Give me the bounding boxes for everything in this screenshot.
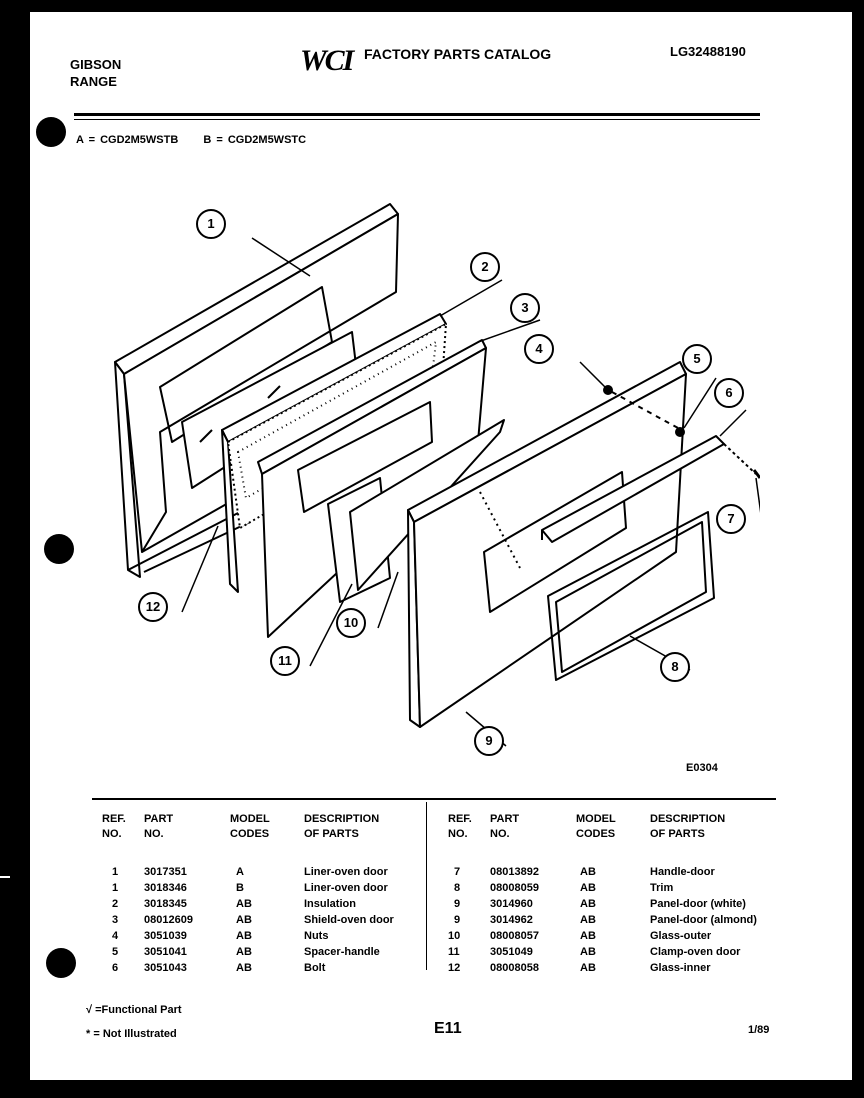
callout-5: 5 [682, 344, 712, 374]
callout-3: 3 [510, 293, 540, 323]
brand-line-1: GIBSON [70, 57, 122, 72]
binder-hole-bottom [46, 948, 76, 978]
part-bolt [752, 469, 760, 479]
callout-1: 1 [196, 209, 226, 239]
header-ref-right: REF. NO. [448, 813, 472, 840]
part-liner-oven-door [114, 203, 399, 578]
callout-8: 8 [660, 652, 690, 682]
part-trim [547, 511, 715, 681]
model-list: A = CGD2M5WSTB B = CGD2M5WSTC [76, 134, 326, 146]
catalog-page: GIBSON RANGE WCI FACTORY PARTS CATALOG L… [30, 12, 852, 1080]
exploded-door-diagram [114, 203, 760, 747]
binder-hole-middle [44, 534, 74, 564]
callout-7: 7 [716, 504, 746, 534]
diagram-code: E0304 [686, 762, 718, 774]
header-desc-right: DESCRIPTION OF PARTS [650, 813, 726, 840]
header-rule-thick [74, 113, 760, 116]
publication-number: LG32488190 [670, 44, 746, 59]
page-code: E11 [434, 1020, 462, 1037]
callout-10: 10 [336, 608, 366, 638]
parts-table-rule [92, 798, 776, 800]
catalog-title: FACTORY PARTS CATALOG [364, 46, 552, 62]
callout-11: 11 [270, 646, 300, 676]
header-model-left: MODEL CODES [230, 813, 270, 840]
header-desc-left: DESCRIPTION OF PARTS [304, 813, 380, 840]
header-part-left: PART NO. [144, 813, 174, 840]
legend-functional-part: √ =Functional Part [86, 1004, 182, 1016]
part-panel-door [407, 361, 687, 728]
scan-edge-mark [0, 876, 10, 878]
legend-not-illustrated: * = Not Illustrated [86, 1028, 177, 1040]
header-part-right: PART NO. [490, 813, 520, 840]
part-spacer [675, 427, 685, 437]
model-b: B = CGD2M5WSTC [203, 134, 307, 146]
revision-date: 1/89 [748, 1024, 770, 1036]
brand-name: GIBSON RANGE [70, 56, 121, 90]
header-rule-thin [74, 119, 760, 120]
parts-table-divider [426, 802, 427, 970]
binder-hole-top [36, 117, 66, 147]
model-a: A = CGD2M5WSTB [76, 134, 179, 146]
callout-12: 12 [138, 592, 168, 622]
callout-4: 4 [524, 334, 554, 364]
brand-line-2: RANGE [70, 74, 117, 89]
callout-9: 9 [474, 726, 504, 756]
header-ref-left: REF. NO. [102, 813, 126, 840]
wci-logo: WCI [300, 44, 354, 77]
header-model-right: MODEL CODES [576, 813, 616, 840]
callout-2: 2 [470, 252, 500, 282]
callout-6: 6 [714, 378, 744, 408]
